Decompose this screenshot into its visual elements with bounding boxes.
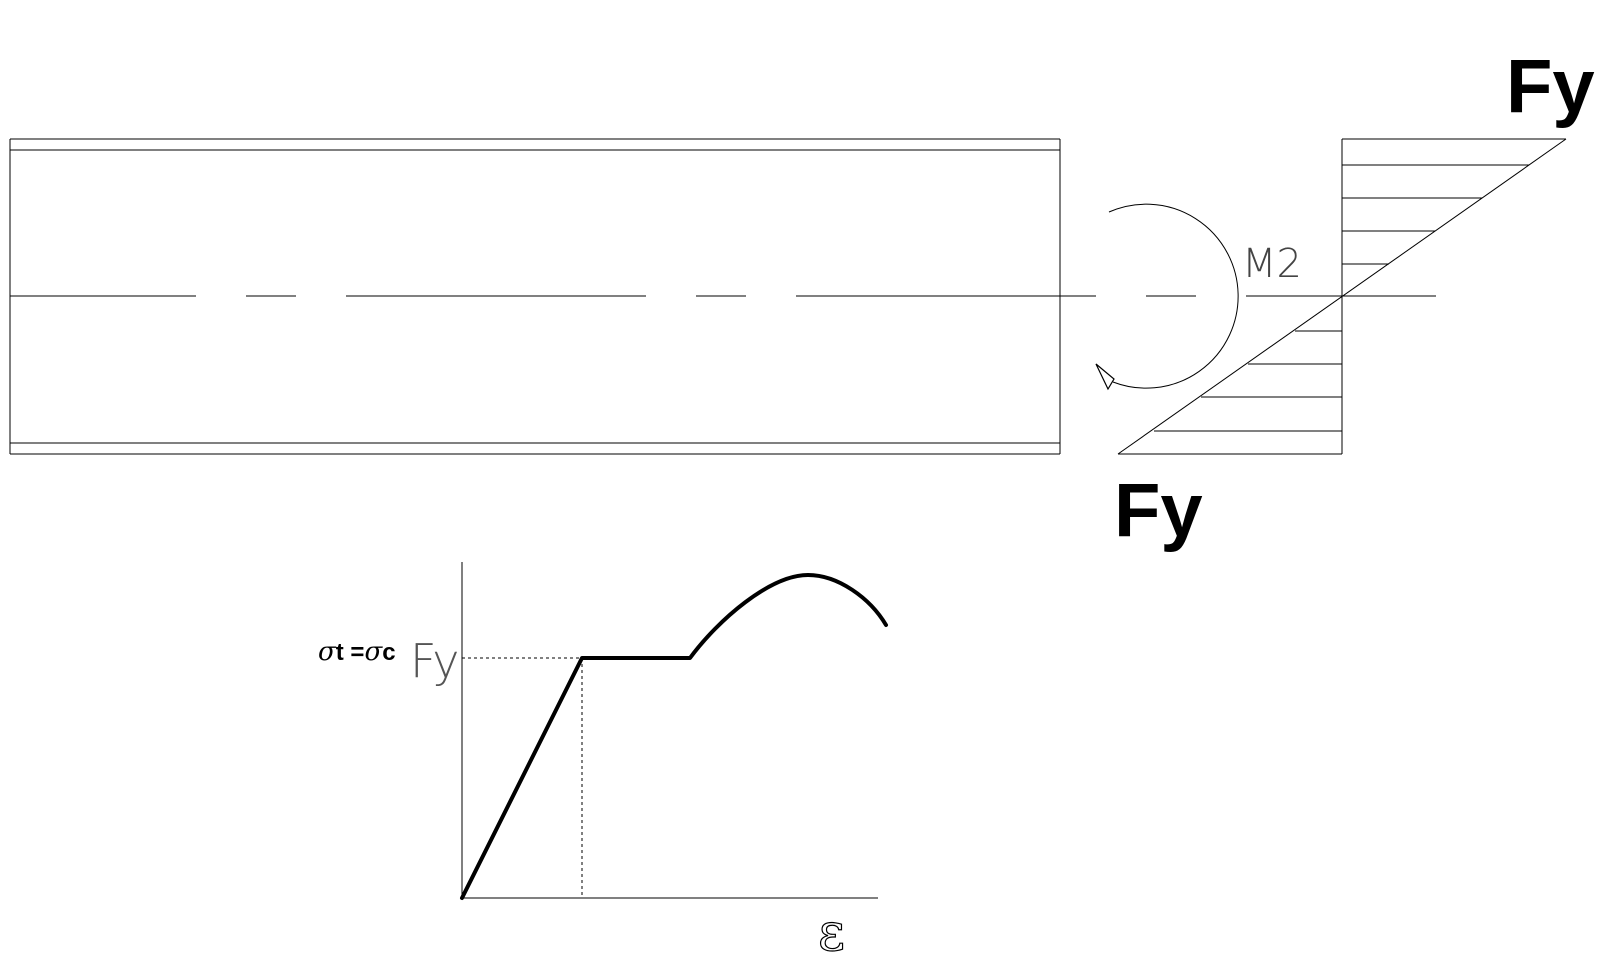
arrowhead-icon bbox=[1095, 363, 1115, 391]
sigma-relation-label: σt =σc bbox=[318, 637, 396, 667]
stress-distribution bbox=[1117, 138, 1567, 455]
moment-arrow bbox=[1095, 203, 1239, 391]
stress-diagonal bbox=[1117, 138, 1567, 455]
stress-bottom-label: Fy bbox=[1114, 468, 1203, 553]
moment-label: M2 bbox=[1242, 241, 1302, 287]
stress-strain-curve bbox=[460, 573, 888, 900]
stress-top-label: Fy bbox=[1506, 44, 1595, 129]
yield-stress-label: Fy bbox=[410, 634, 459, 688]
strain-axis-label: ε bbox=[818, 903, 845, 963]
stress-hatching bbox=[1154, 164, 1529, 432]
stress-strain-graph bbox=[460, 562, 888, 900]
